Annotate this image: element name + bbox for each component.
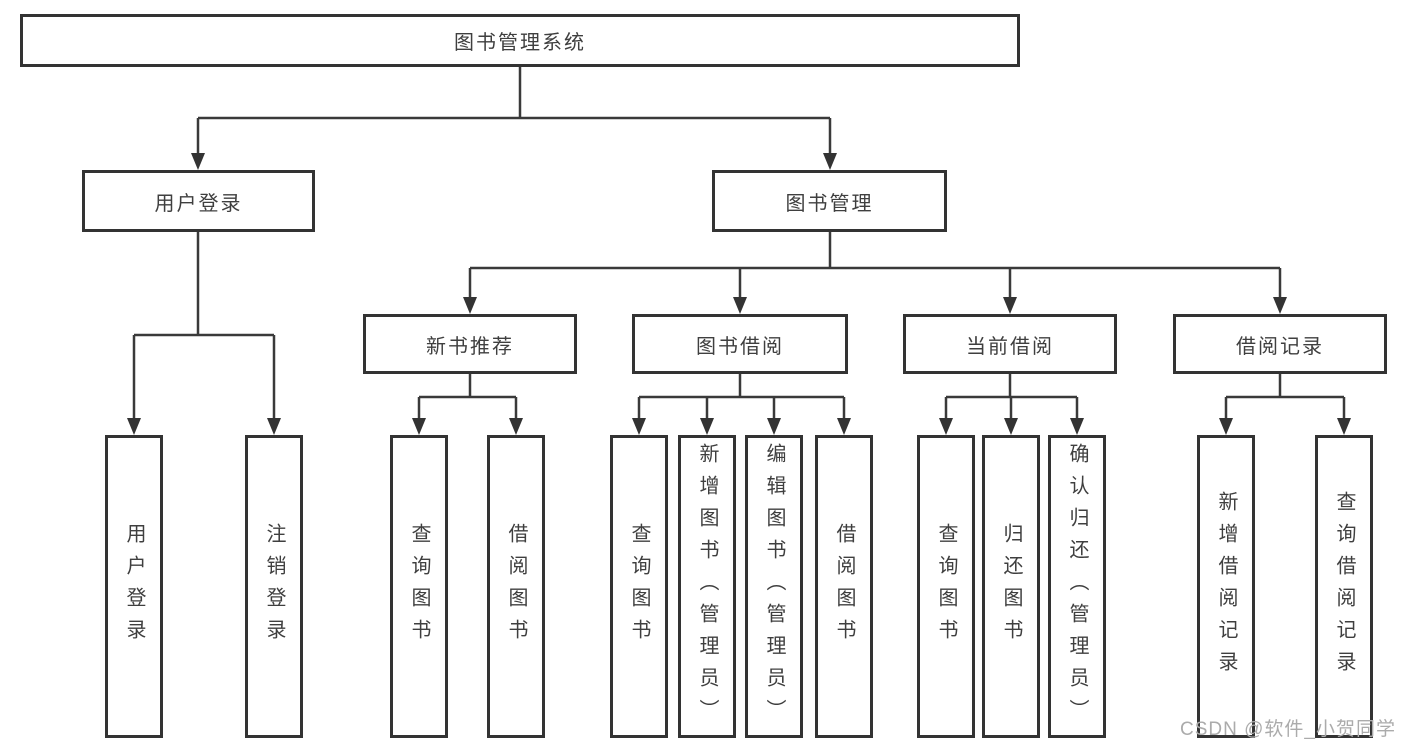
node-borrow-books-leaf-label: 借阅图书 bbox=[833, 522, 855, 651]
node-confirm-return-admin: 确认归还（管理员） bbox=[1048, 435, 1106, 738]
node-logout: 注销登录 bbox=[245, 435, 303, 738]
node-new-book-recommend-label: 新书推荐 bbox=[426, 335, 514, 358]
node-return-books: 归还图书 bbox=[982, 435, 1040, 738]
node-query-books-current: 查询图书 bbox=[917, 435, 975, 738]
arrow-down-icons bbox=[127, 153, 1351, 435]
connector-new-book-recommend bbox=[417, 374, 518, 421]
node-confirm-return-admin-label: 确认归还（管理员） bbox=[1066, 442, 1088, 731]
node-borrow-books-leaf: 借阅图书 bbox=[815, 435, 873, 738]
node-query-borrow-record-label: 查询借阅记录 bbox=[1333, 490, 1355, 683]
node-borrow-books-recommend: 借阅图书 bbox=[487, 435, 545, 738]
node-book-borrow: 图书借阅 bbox=[632, 314, 848, 374]
node-add-borrow-record-label: 新增借阅记录 bbox=[1215, 490, 1237, 683]
node-root: 图书管理系统 bbox=[20, 14, 1020, 67]
node-query-books-recommend: 查询图书 bbox=[390, 435, 448, 738]
node-add-books-admin-label: 新增图书（管理员） bbox=[696, 442, 718, 731]
connector-root bbox=[196, 67, 832, 156]
node-book-borrow-label: 图书借阅 bbox=[696, 335, 784, 358]
connector-borrow-records bbox=[1224, 374, 1346, 421]
node-new-book-recommend: 新书推荐 bbox=[363, 314, 577, 374]
node-query-borrow-record: 查询借阅记录 bbox=[1315, 435, 1373, 738]
node-borrow-records: 借阅记录 bbox=[1173, 314, 1387, 374]
connector-book-borrow bbox=[637, 374, 846, 421]
node-current-borrow: 当前借阅 bbox=[903, 314, 1117, 374]
node-user-login: 用户登录 bbox=[82, 170, 315, 232]
node-book-management: 图书管理 bbox=[712, 170, 947, 232]
node-edit-books-admin-label: 编辑图书（管理员） bbox=[763, 442, 785, 731]
connector-book-management bbox=[468, 232, 1282, 300]
node-query-books-borrow-label: 查询图书 bbox=[628, 522, 650, 651]
node-query-books-current-label: 查询图书 bbox=[935, 522, 957, 651]
node-root-label: 图书管理系统 bbox=[454, 32, 586, 54]
node-user-login-leaf: 用户登录 bbox=[105, 435, 163, 738]
connector-current-borrow bbox=[944, 374, 1079, 421]
node-logout-label: 注销登录 bbox=[263, 522, 285, 651]
node-borrow-records-label: 借阅记录 bbox=[1236, 335, 1324, 358]
node-book-management-label: 图书管理 bbox=[785, 192, 874, 215]
watermark: CSDN @软件_小贺同学 bbox=[1180, 719, 1396, 740]
node-borrow-books-recommend-label: 借阅图书 bbox=[505, 522, 527, 651]
node-add-books-admin: 新增图书（管理员） bbox=[678, 435, 736, 738]
node-current-borrow-label: 当前借阅 bbox=[966, 335, 1054, 358]
node-return-books-label: 归还图书 bbox=[1000, 522, 1022, 651]
connector-user-login bbox=[132, 232, 276, 421]
node-user-login-leaf-label: 用户登录 bbox=[123, 522, 145, 651]
node-query-books-recommend-label: 查询图书 bbox=[408, 522, 430, 651]
node-edit-books-admin: 编辑图书（管理员） bbox=[745, 435, 803, 738]
node-user-login-label: 用户登录 bbox=[154, 192, 243, 215]
node-query-books-borrow: 查询图书 bbox=[610, 435, 668, 738]
node-add-borrow-record: 新增借阅记录 bbox=[1197, 435, 1255, 738]
